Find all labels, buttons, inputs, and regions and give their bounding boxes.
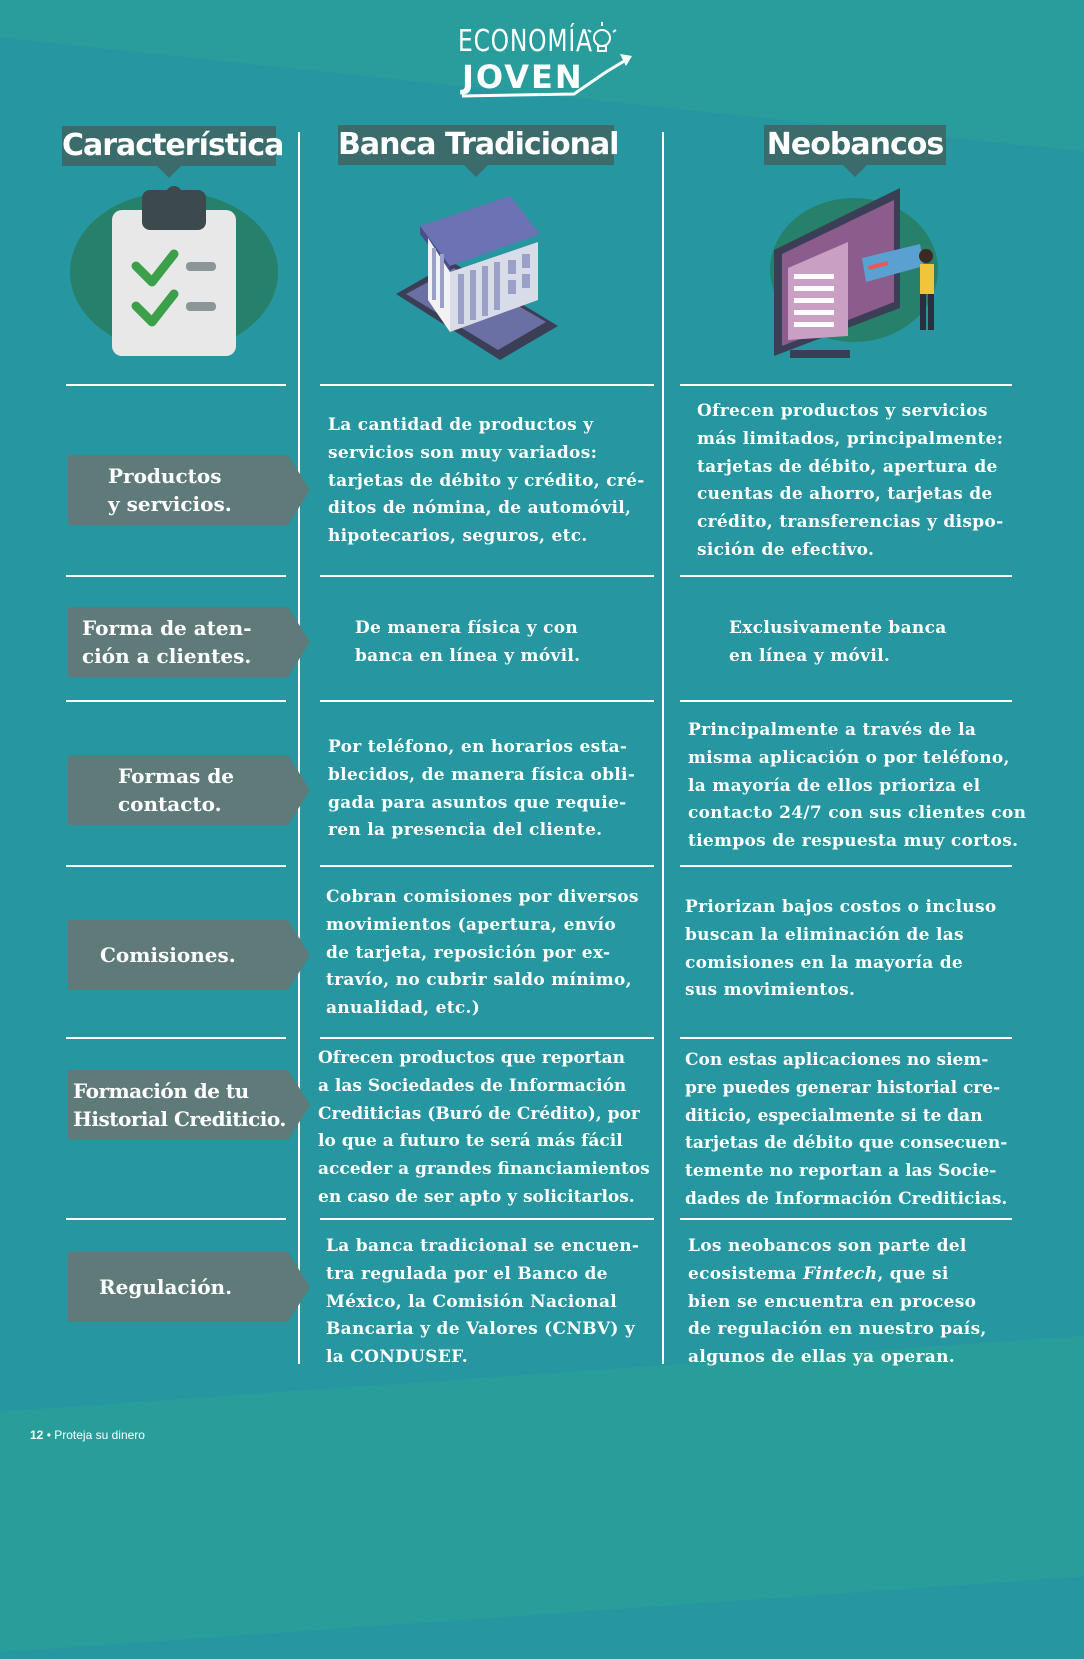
- logo-line-1: ECONOMÍA: [458, 24, 593, 59]
- row-label-text: Forma de aten- ción a clientes.: [82, 616, 252, 668]
- row-label-productos: Productos y servicios.: [68, 455, 310, 525]
- text-segment: Los neobancos son parte del ecosistema: [688, 1236, 967, 1284]
- row-divider: [66, 1037, 286, 1039]
- row-divider: [680, 575, 1012, 577]
- header-traditional-bank: Banca Tradicional: [338, 125, 619, 177]
- row-divider: [320, 700, 654, 702]
- row-label-contacto: Formas de contacto.: [68, 755, 310, 825]
- row-divider: [680, 1218, 1012, 1220]
- row-divider: [66, 700, 286, 702]
- page-number: 12: [30, 1428, 44, 1442]
- cell-neobanks-contacto: Principalmente a través de la misma apli…: [688, 720, 1027, 852]
- row-label-text: Productos y servicios.: [108, 464, 232, 516]
- fintech-italic: Fintech: [803, 1263, 878, 1284]
- cell-traditional-productos: La cantidad de productos y servicios son…: [328, 415, 645, 547]
- row-label-text: Regulación.: [99, 1275, 233, 1299]
- cell-neobanks-atencion: Exclusivamente banca en línea y móvil.: [729, 618, 947, 666]
- page-footer: 12 • Proteja su dinero: [30, 1428, 145, 1442]
- header-neobanks: Neobancos: [764, 125, 946, 177]
- row-label-comisiones: Comisiones.: [68, 920, 310, 990]
- cell-neobanks-historial: Con estas aplicaciones no siem- pre pued…: [685, 1050, 1008, 1209]
- clipboard-checklist-icon: [70, 186, 278, 356]
- row-label-regulacion: Regulación.: [68, 1252, 310, 1322]
- footer-text: Proteja su dinero: [54, 1428, 145, 1442]
- row-divider: [320, 1218, 654, 1220]
- text-segment: , que si bien se encuentra en proceso de…: [688, 1263, 987, 1368]
- growth-arrow-icon: [461, 54, 632, 98]
- cell-neobanks-regulacion: Los neobancos son parte del ecosistema F…: [688, 1233, 987, 1372]
- row-label-text: Formas de contacto.: [118, 764, 235, 816]
- row-label-text: Comisiones.: [100, 943, 236, 967]
- cell-traditional-historial: Ofrecen productos que reportan a las Soc…: [318, 1048, 650, 1207]
- row-divider: [320, 865, 654, 867]
- cell-neobanks-comisiones: Priorizan bajos costos o incluso buscan …: [685, 897, 997, 1001]
- row-divider: [320, 1037, 654, 1039]
- column-divider-1: [298, 132, 300, 1364]
- row-divider: [680, 700, 1012, 702]
- background-stripe-bottom: [0, 1321, 1084, 1659]
- column-divider-2: [662, 132, 664, 1364]
- online-banking-screen-icon: [770, 188, 938, 358]
- footer-bullet: •: [46, 1428, 51, 1442]
- row-divider: [320, 384, 654, 386]
- row-divider: [66, 865, 286, 867]
- cell-traditional-comisiones: Cobran comisiones por diversos movimient…: [326, 887, 639, 1019]
- row-divider: [66, 575, 286, 577]
- bank-building-phone-icon: [396, 196, 558, 360]
- logo-line-2: JOVEN: [462, 58, 584, 96]
- lightbulb-icon: [587, 22, 617, 52]
- row-label-text: Formación de tu Historial Crediticio.: [73, 1079, 286, 1131]
- row-divider: [320, 575, 654, 577]
- cell-neobanks-productos: Ofrecen productos y servicios más limita…: [697, 401, 1004, 560]
- economia-joven-logo: ECONOMÍA JOVEN: [456, 20, 636, 100]
- row-divider: [680, 384, 1012, 386]
- cell-traditional-atencion: De manera física y con banca en línea y …: [355, 618, 581, 666]
- cell-traditional-contacto: Por teléfono, en horarios esta- blecidos…: [328, 737, 636, 841]
- cell-traditional-regulacion: La banca tradicional se encuen- tra regu…: [326, 1236, 640, 1368]
- row-label-historial: Formación de tu Historial Crediticio.: [68, 1070, 310, 1140]
- header-characteristic: Característica: [62, 126, 284, 178]
- row-divider: [66, 384, 286, 386]
- row-divider: [680, 865, 1012, 867]
- row-label-atencion: Forma de aten- ción a clientes.: [68, 607, 310, 677]
- row-divider: [66, 1218, 286, 1220]
- row-divider: [680, 1037, 1012, 1039]
